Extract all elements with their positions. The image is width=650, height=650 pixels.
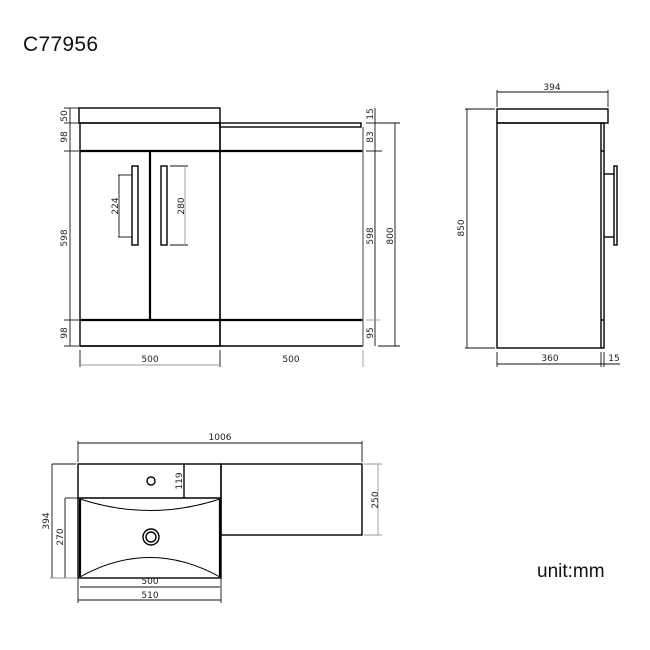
drain-outer: [142, 528, 160, 546]
svg-text:15: 15: [366, 108, 376, 119]
svg-text:500: 500: [141, 355, 158, 365]
drain-inner: [145, 531, 157, 543]
side-unit-top: [220, 463, 363, 536]
svg-text:598: 598: [60, 229, 70, 246]
front-view: 224 280 50 98 598 98 15 83 598 95 800 50…: [60, 107, 400, 367]
product-code: C77956: [23, 33, 99, 56]
handle-length-dim: 280: [177, 197, 187, 214]
svg-text:1006: 1006: [209, 433, 232, 443]
svg-text:394: 394: [543, 83, 560, 93]
svg-text:83: 83: [366, 131, 376, 142]
svg-text:598: 598: [366, 227, 376, 244]
total-height-dim: 800: [386, 227, 396, 244]
tap-hole: [146, 476, 156, 486]
side-view: 394 850 360 15: [457, 83, 620, 367]
side-top: [496, 108, 609, 124]
handle-centre-dim: 224: [111, 197, 121, 214]
svg-text:850: 850: [457, 219, 467, 236]
side-handle: [613, 165, 618, 246]
unit-label: unit:mm: [537, 561, 605, 582]
top-view: 1006 119 250 394 270 500 510: [42, 433, 382, 603]
svg-text:394: 394: [42, 512, 52, 529]
handle-right: [160, 165, 168, 246]
svg-text:98: 98: [60, 327, 70, 339]
basin-top: [78, 107, 221, 124]
svg-text:500: 500: [282, 355, 299, 365]
basin-outline: [77, 463, 222, 579]
svg-text:270: 270: [56, 528, 66, 545]
handle-left: [131, 165, 139, 246]
svg-text:119: 119: [175, 472, 185, 489]
svg-text:510: 510: [141, 591, 158, 601]
svg-text:500: 500: [141, 577, 158, 587]
svg-text:15: 15: [608, 354, 619, 364]
side-body: [496, 122, 605, 349]
svg-text:360: 360: [541, 354, 558, 364]
svg-text:95: 95: [366, 327, 376, 338]
svg-text:50: 50: [60, 110, 70, 122]
svg-text:98: 98: [60, 131, 70, 143]
svg-text:250: 250: [371, 491, 381, 508]
right-worktop: [219, 122, 362, 128]
